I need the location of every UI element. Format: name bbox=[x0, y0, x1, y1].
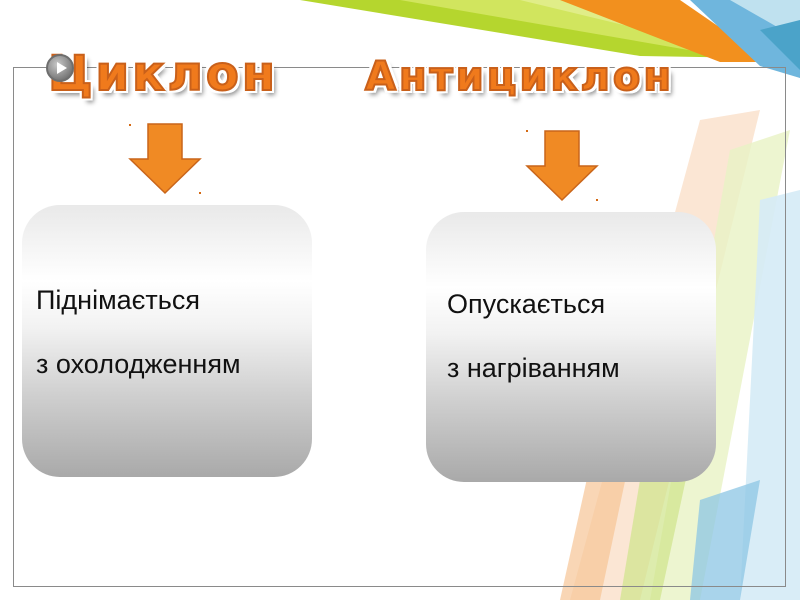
anticyclone-box-line2: з нагріванням bbox=[447, 353, 620, 383]
marker-dot bbox=[129, 124, 131, 126]
cyclone-box-line1: Піднімається bbox=[36, 285, 200, 315]
streak-blue-bottom bbox=[690, 480, 760, 600]
marker-dot bbox=[526, 130, 528, 132]
title-anticyclone: Антициклон bbox=[364, 53, 675, 101]
arrow-down-icon-cyclone bbox=[128, 123, 202, 195]
play-icon[interactable] bbox=[46, 54, 74, 82]
anticyclone-box: Опускається з нагріванням bbox=[426, 212, 716, 482]
anticyclone-box-line1: Опускається bbox=[447, 289, 606, 319]
banner-teal-corner-2 bbox=[760, 20, 800, 70]
cyclone-box-line2: з охолодженням bbox=[36, 349, 241, 379]
content-frame bbox=[13, 67, 786, 587]
banner-green-stripe bbox=[300, 0, 760, 58]
title-cyclone: Циклон bbox=[47, 45, 279, 103]
marker-dot bbox=[596, 199, 598, 201]
arrow-down-icon-anticyclone bbox=[525, 130, 599, 202]
banner-orange-stripe bbox=[560, 0, 770, 62]
cyclone-box: Піднімається з охолодженням bbox=[22, 205, 312, 477]
marker-dot bbox=[199, 192, 201, 194]
streak-green-bottom bbox=[620, 460, 690, 600]
